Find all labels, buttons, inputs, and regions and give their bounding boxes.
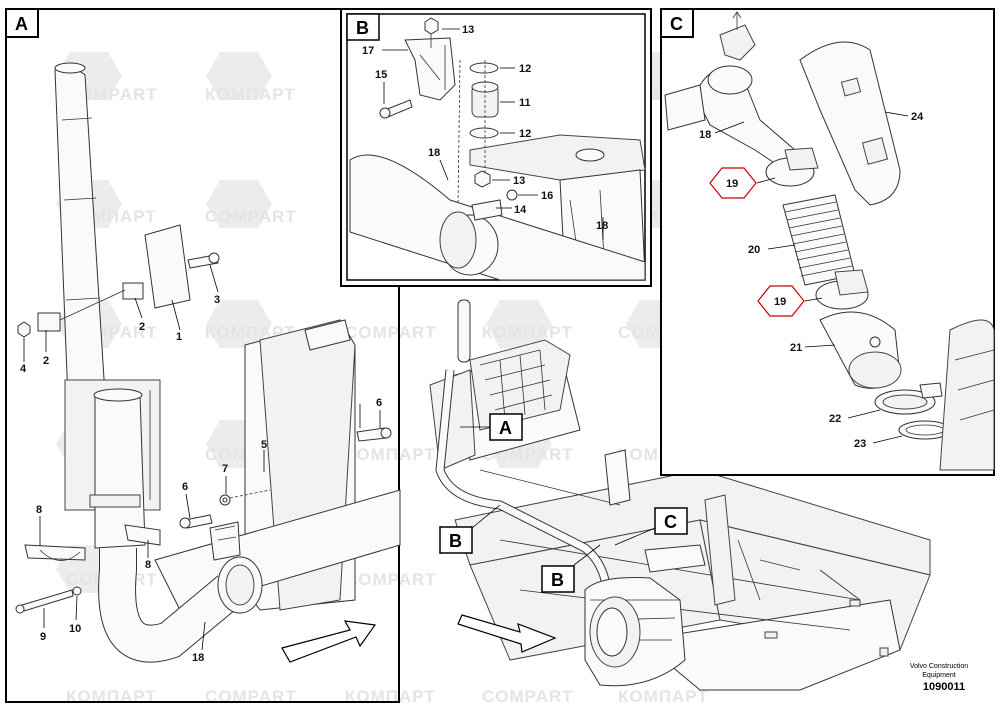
highlight-hex [757, 285, 805, 317]
part-label-13: 13 [513, 175, 525, 187]
callout-a-box [489, 413, 523, 441]
part-label-11: 11 [519, 97, 531, 109]
svg-text:КОМПАРТ: КОМПАРТ [618, 687, 709, 706]
drawing-number: 1090011 [923, 681, 965, 693]
footer: Volvo Construction Equipment 1090011 [910, 663, 968, 693]
part-label-18: 18 [428, 147, 440, 159]
overview-machine [429, 299, 931, 691]
svg-text:COMPART: COMPART [66, 85, 158, 104]
panel-c: C [660, 8, 995, 476]
part-label-15: 15 [375, 69, 387, 81]
svg-text:COMPART: COMPART [205, 207, 297, 226]
callout-b-label: B [449, 531, 462, 551]
overview-callouts: A B C B [439, 413, 688, 593]
callout-c-label: C [664, 512, 677, 532]
part-label-9: 9 [40, 631, 46, 643]
svg-text:КОМПАРТ: КОМПАРТ [345, 687, 436, 706]
part-label-10: 10 [69, 623, 81, 635]
svg-text:КОМПАРТ: КОМПАРТ [205, 85, 296, 104]
part-label-2: 2 [43, 355, 49, 367]
svg-text:КОМПАРТ: КОМПАРТ [482, 323, 573, 342]
part-label-19: 19 [726, 178, 738, 190]
part-label-22: 22 [829, 413, 841, 425]
panel-b-label: B [356, 18, 369, 38]
part-label-4: 4 [20, 363, 27, 375]
direction-arrows [281, 614, 557, 663]
part-label-12: 12 [519, 63, 531, 75]
svg-text:COMPART: COMPART [482, 687, 574, 706]
panel-a: A [5, 8, 401, 703]
callout-a-label: A [499, 418, 512, 438]
svg-text:COMPART: COMPART [345, 570, 437, 589]
part-label-16: 16 [541, 190, 553, 202]
part-label-18: 18 [596, 220, 608, 232]
part-label-3: 3 [214, 294, 220, 306]
panel-c-label: C [670, 14, 683, 34]
part-label-23: 23 [854, 438, 866, 450]
callout-b-box [439, 526, 473, 554]
panel-b: B [340, 8, 652, 287]
part-label-20: 20 [748, 244, 760, 256]
part-label-5: 5 [261, 439, 267, 451]
part-label-8: 8 [145, 559, 151, 571]
callout-c-box [654, 507, 688, 535]
part-label-2: 2 [139, 321, 145, 333]
callout-b2-box [541, 565, 575, 593]
part-label-19: 19 [774, 296, 786, 308]
svg-text:COMPART: COMPART [345, 323, 437, 342]
part-label-6: 6 [182, 481, 188, 493]
part-label-6: 6 [376, 397, 382, 409]
part-label-18: 18 [699, 129, 711, 141]
highlight-hex [709, 167, 757, 199]
part-label-13: 13 [462, 24, 474, 36]
brand-line-2: Equipment [922, 672, 956, 679]
part-label-12: 12 [519, 128, 531, 140]
part-label-8: 8 [36, 504, 42, 516]
part-label-14: 14 [514, 204, 527, 216]
part-label-18: 18 [192, 652, 204, 664]
brand-line-1: Volvo Construction [910, 663, 968, 670]
callout-b2-label: B [551, 570, 564, 590]
part-label-17: 17 [362, 45, 374, 57]
svg-text:КОМПАРТ: КОМПАРТ [66, 687, 157, 706]
part-label-7: 7 [222, 463, 228, 475]
part-label-21: 21 [790, 342, 802, 354]
panel-a-label: A [15, 14, 28, 34]
svg-text:КОМПАРТ: КОМПАРТ [345, 445, 436, 464]
part-label-24: 24 [911, 111, 924, 123]
svg-text:COMPART: COMPART [205, 687, 297, 706]
part-label-1: 1 [176, 331, 182, 343]
